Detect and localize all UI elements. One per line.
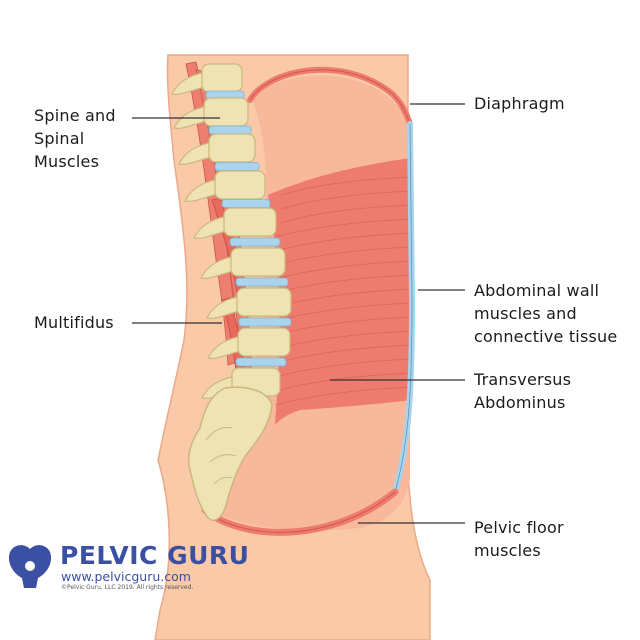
- intervertebral-disc: [208, 125, 252, 135]
- intervertebral-disc: [214, 162, 260, 171]
- intervertebral-disc: [235, 277, 289, 287]
- muscle-fiber: [274, 372, 411, 392]
- muscle-fiber: [274, 386, 411, 406]
- transversus-muscle: [268, 158, 412, 425]
- muscle-fiber: [280, 204, 411, 224]
- transversus-label: Transversus Abdominus: [474, 370, 572, 412]
- intervertebral-disc: [221, 199, 271, 208]
- vertebra: [178, 133, 260, 171]
- multifidus-label: Multifidus: [34, 313, 114, 332]
- intervertebral-disc: [235, 357, 287, 367]
- muscle-fiber: [274, 260, 411, 280]
- muscle-fiber: [274, 274, 411, 294]
- label-leader-lines: [132, 103, 465, 524]
- muscle-fiber: [274, 246, 411, 266]
- pelvic-floor-label: Pelvic floor muscles: [474, 518, 564, 560]
- muscle-fiber: [280, 190, 411, 210]
- vertebra: [184, 170, 271, 208]
- spine-label: Spine and Spinal Muscles: [34, 106, 116, 171]
- muscle-fiber: [280, 176, 411, 196]
- muscle-fiber: [274, 358, 411, 378]
- vertebra: [171, 63, 245, 100]
- vertebra: [193, 207, 281, 247]
- muscle-fiber: [274, 316, 411, 336]
- vertebra: [200, 247, 289, 287]
- sacrum: [188, 386, 273, 521]
- abdominal-wall-label: Abdominal wall muscles and connective ti…: [474, 281, 618, 346]
- brand-url: www.pelvicguru.com: [61, 569, 191, 584]
- vertebra: [206, 287, 292, 327]
- vertebra: [207, 327, 291, 367]
- vertebra: [173, 97, 252, 135]
- brand-copyright: ©Pelvic Guru, LLC 2019. All rights reser…: [61, 584, 194, 591]
- muscle-fiber: [274, 302, 411, 322]
- muscle-fiber: [274, 232, 411, 252]
- intervertebral-disc: [238, 317, 292, 327]
- lumbar-spine: [171, 63, 292, 399]
- muscle-fiber: [274, 218, 411, 238]
- muscle-fiber: [274, 344, 411, 364]
- intervertebral-disc: [229, 237, 281, 247]
- diaphragm-label: Diaphragm: [474, 94, 565, 113]
- pelvic-guru-logo-icon: [8, 545, 52, 588]
- brand-name: PELVIC GURU: [60, 541, 250, 570]
